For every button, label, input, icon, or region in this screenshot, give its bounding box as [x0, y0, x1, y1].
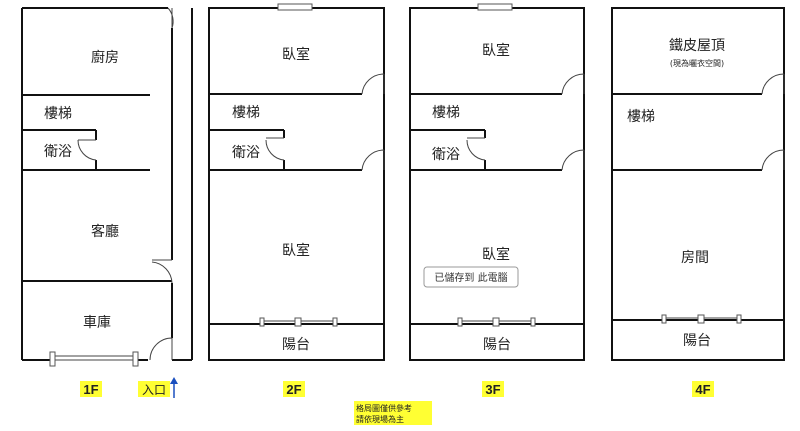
door-swing — [77, 139, 97, 161]
floor-3f-plan: 臥室 樓梯 衛浴 臥室 陽台 已儲存到 此電腦 3F — [409, 3, 585, 397]
window-frame — [259, 317, 265, 327]
entrance-arrow-icon — [170, 377, 178, 384]
saved-tooltip: 已儲存到 此電腦 — [423, 266, 519, 288]
room-label-stairs: 樓梯 — [44, 106, 72, 122]
door-swing — [761, 149, 785, 171]
floor-label-bg — [692, 381, 714, 397]
window-frame — [477, 3, 513, 11]
door-swing — [151, 259, 173, 284]
floor-label-4f: 4F — [695, 382, 710, 397]
window-frame — [132, 351, 139, 367]
window-frame — [492, 317, 500, 327]
window-frame — [661, 314, 667, 324]
door-swing — [361, 73, 385, 95]
room-label-kitchen: 廚房 — [91, 49, 119, 66]
room-label-bedroom-main: 臥室 — [482, 246, 510, 263]
floor-label-bg — [283, 381, 305, 397]
door-swing — [149, 337, 173, 361]
window-frame — [294, 317, 302, 327]
room-label-stairs: 樓梯 — [627, 109, 655, 125]
window-frame — [277, 3, 313, 11]
outer-wall — [409, 7, 585, 361]
floor-label-bg — [80, 381, 102, 397]
door-swing — [265, 137, 285, 161]
tooltip-text: 已儲存到 此電腦 — [434, 271, 507, 284]
room-label-living: 客廳 — [91, 223, 119, 240]
room-label-bath: 衛浴 — [432, 147, 460, 163]
door-swing — [761, 73, 785, 95]
door-swing — [361, 149, 385, 171]
disclaimer-note: 格局圖僅供參考 請依現場為主 — [354, 401, 432, 425]
floor-label-bg — [482, 381, 504, 397]
entrance-label: 入口 — [142, 383, 166, 397]
room-label-stairs: 樓梯 — [432, 105, 460, 121]
room-label-garage: 車庫 — [83, 314, 111, 331]
room-label-balcony: 陽台 — [282, 337, 310, 353]
room-label-room: 房間 — [681, 250, 709, 266]
floor-label-3f: 3F — [485, 382, 500, 397]
room-label-balcony: 陽台 — [483, 337, 511, 353]
door-swing — [167, 7, 174, 29]
door-swing — [561, 73, 585, 95]
window-frame — [332, 317, 338, 327]
window-frame — [530, 317, 536, 327]
note-line-2: 請依現場為主 — [356, 414, 404, 424]
floor-label-1f: 1F — [83, 382, 98, 397]
room-label-stairs: 樓梯 — [232, 105, 260, 121]
door-swing — [561, 149, 585, 171]
room-label-bath: 衛浴 — [232, 145, 260, 161]
outer-wall — [611, 7, 785, 361]
room-label-bath: 衛浴 — [44, 144, 72, 160]
window-frame — [736, 314, 742, 324]
window-frame — [49, 351, 56, 367]
floor-label-2f: 2F — [286, 382, 301, 397]
tooltip-box — [423, 266, 519, 288]
room-label-bedroom-main: 臥室 — [282, 242, 310, 259]
room-label-balcony: 陽台 — [683, 333, 711, 349]
floor-4f-plan: 鐵皮屋頂 (現為曬衣空間) 樓梯 房間 陽台 4F — [611, 7, 785, 397]
window-frame — [457, 317, 463, 327]
door-swing — [466, 137, 486, 161]
entrance-label-bg — [138, 381, 170, 397]
note-line-1: 格局圖僅供參考 — [356, 403, 412, 413]
room-label-bedroom-top: 臥室 — [282, 46, 310, 63]
note-bg — [354, 401, 432, 425]
room-note-roof: (現為曬衣空間) — [670, 58, 724, 68]
floor-1f-plan: 廚房 樓梯 衛浴 客廳 車庫 1F 入口 — [21, 7, 193, 398]
window-frame — [697, 314, 705, 324]
floor-2f-plan: 臥室 樓梯 衛浴 臥室 陽台 2F — [208, 3, 385, 397]
room-label-roof: 鐵皮屋頂 — [669, 37, 725, 54]
room-label-bedroom-top: 臥室 — [482, 42, 510, 59]
